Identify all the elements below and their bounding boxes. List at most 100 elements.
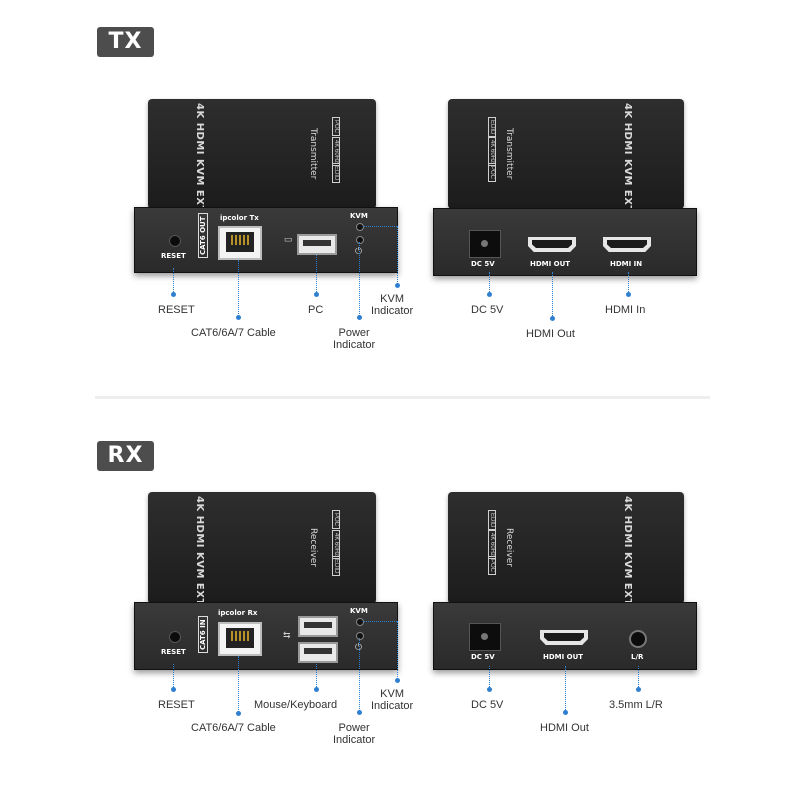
- leader-line: [238, 656, 239, 714]
- rx-callout-mouse-keyboard: Mouse/Keyboard: [254, 699, 338, 711]
- tx-usb-pc-port[interactable]: [297, 234, 337, 255]
- rx-dc-port[interactable]: [469, 623, 501, 651]
- tx-callout-cable: CAT6/6A/7 Cable: [191, 327, 276, 339]
- leader-dot: [236, 711, 241, 716]
- rx-front-tag: POC: [332, 510, 340, 530]
- leader-dot: [171, 292, 176, 297]
- rx-callout-audio: 3.5mm L/R: [609, 699, 663, 711]
- tx-dc-label: DC 5V: [471, 260, 495, 268]
- rx-back-tag: 4K 60Hz: [488, 530, 496, 560]
- section-divider: [95, 396, 710, 399]
- callout-line: Power Indicator: [333, 722, 376, 746]
- rx-audio-jack[interactable]: [629, 630, 647, 648]
- tx-front-tag: POC: [332, 117, 340, 137]
- rx-brand-label: ipcolor Rx: [218, 609, 258, 617]
- rx-reset-button[interactable]: [169, 631, 181, 643]
- tx-kvm-label: KVM: [350, 212, 368, 220]
- usb-icon: ⇆: [283, 630, 291, 640]
- leader-dot: [236, 315, 241, 320]
- tx-reset-button[interactable]: [169, 235, 181, 247]
- power-icon: ⏻: [355, 246, 363, 256]
- tx-cat-label: CAT6 OUT: [198, 213, 208, 258]
- rx-dc-label: DC 5V: [471, 653, 495, 661]
- tx-hdmi-in-label: HDMI IN: [610, 260, 643, 268]
- rx-usb-port-bottom[interactable]: [298, 642, 338, 663]
- leader-dot: [357, 315, 362, 320]
- tx-callout-hdmi-in: HDMI In: [605, 304, 646, 316]
- tx-front-tag: EDID: [332, 163, 340, 184]
- leader-line-horizontal: [363, 621, 397, 622]
- leader-line: [359, 242, 360, 318]
- callout-line: Power Indicator: [333, 327, 376, 351]
- leader-dot: [395, 283, 400, 288]
- leader-dot: [563, 710, 568, 715]
- rx-usb-port-top[interactable]: [298, 616, 338, 637]
- rx-callout-hdmi-out: HDMI Out: [540, 722, 589, 734]
- tx-callout-hdmi-out: HDMI Out: [526, 328, 575, 340]
- tx-back-tag: EDID: [488, 117, 496, 138]
- tx-reset-label: RESET: [161, 252, 186, 260]
- tx-power-led: [356, 236, 364, 244]
- leader-line: [316, 664, 317, 689]
- rx-reset-label: RESET: [161, 648, 186, 656]
- callout-line: KVM Indicator: [371, 293, 414, 317]
- tx-back-tag: POC: [488, 163, 496, 183]
- leader-line: [489, 272, 490, 294]
- leader-line: [316, 255, 317, 294]
- rx-callout-cable: CAT6/6A/7 Cable: [191, 722, 276, 734]
- leader-dot: [171, 687, 176, 692]
- rx-callout-kvm: KVM Indicator: [371, 688, 413, 712]
- rx-front-unit-name: Receiver: [308, 528, 318, 567]
- leader-line: [359, 638, 360, 713]
- callout-line: KVM Indicator: [371, 688, 414, 712]
- tx-back-top: [448, 99, 684, 209]
- leader-line: [628, 272, 629, 294]
- tx-callout-power: Power Indicator: [333, 327, 375, 351]
- tx-hdmi-out-label: HDMI OUT: [530, 260, 571, 268]
- leader-line: [565, 666, 566, 712]
- rx-audio-label: L/R: [631, 653, 644, 661]
- leader-dot: [314, 292, 319, 297]
- tx-front-top: [148, 99, 376, 209]
- tx-back-unit-name: Transmitter: [504, 128, 514, 180]
- rx-front-tag: EDID: [332, 556, 340, 577]
- leader-line: [552, 272, 553, 318]
- rx-hdmi-out-port[interactable]: [540, 630, 588, 645]
- rx-back-unit-name: Receiver: [504, 528, 514, 567]
- leader-dot: [550, 316, 555, 321]
- tx-rj45-port[interactable]: [218, 226, 262, 260]
- tx-badge: TX: [97, 27, 154, 57]
- leader-dot: [626, 292, 631, 297]
- rx-rj45-port[interactable]: [218, 622, 262, 656]
- rx-back-tag: EDID: [488, 510, 496, 531]
- leader-line: [397, 226, 398, 286]
- tx-hdmi-in-port[interactable]: [603, 237, 651, 252]
- rx-front-top: [148, 492, 376, 604]
- leader-line: [173, 664, 174, 689]
- pc-icon: ▭: [284, 234, 293, 244]
- leader-line: [238, 260, 239, 318]
- leader-dot: [395, 678, 400, 683]
- rx-back-top: [448, 492, 684, 604]
- rx-badge: RX: [97, 441, 154, 471]
- leader-dot: [636, 687, 641, 692]
- tx-kvm-led: [356, 223, 364, 231]
- tx-callout-kvm: KVM Indicator: [371, 293, 413, 317]
- tx-callout-pc: PC: [308, 304, 324, 316]
- leader-dot: [487, 687, 492, 692]
- leader-line-horizontal: [363, 226, 397, 227]
- tx-dc-port[interactable]: [469, 230, 501, 258]
- rx-cat-label: CAT6 IN: [198, 616, 208, 653]
- rx-callout-power: Power Indicator: [333, 722, 375, 746]
- rx-kvm-label: KVM: [350, 607, 368, 615]
- rx-power-led: [356, 632, 364, 640]
- leader-dot: [357, 710, 362, 715]
- rx-callout-reset: RESET: [158, 699, 195, 711]
- rx-hdmi-out-label: HDMI OUT: [543, 653, 584, 661]
- power-icon: ⏻: [355, 642, 363, 652]
- tx-front-tag: 4K 60Hz: [332, 137, 340, 167]
- tx-hdmi-out-port[interactable]: [528, 237, 576, 252]
- leader-line: [489, 666, 490, 689]
- rx-front-tag: 4K 60Hz: [332, 530, 340, 560]
- leader-dot: [314, 687, 319, 692]
